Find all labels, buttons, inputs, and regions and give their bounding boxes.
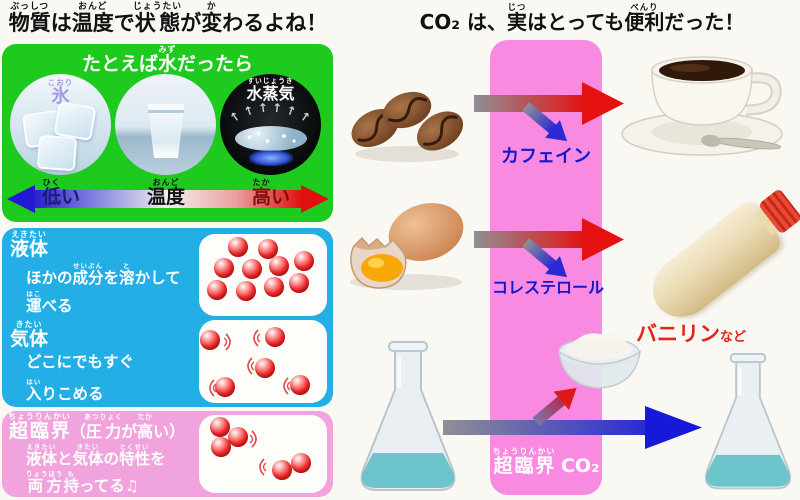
supercritical-molecule: [211, 437, 231, 457]
cholesterol-extraction-arrow: [474, 218, 624, 278]
liquid-molecule: [228, 237, 248, 257]
vibration-mark-icon: [205, 378, 217, 398]
result-flask-image: [704, 352, 792, 491]
supercritical-molecule: [272, 460, 292, 480]
vanillin-label: バニリンなど: [636, 318, 746, 348]
supercritical-desc-line1: 液体えきたいと気体きたいの特性とくせいを: [26, 443, 166, 468]
liquid-desc-line2: 運はこべる: [26, 290, 73, 315]
supercritical-molecules-panel: [199, 415, 327, 493]
supercritical-molecule: [210, 417, 230, 437]
gas-molecules-panel: [199, 320, 327, 403]
liquid-molecules-panel: [199, 234, 327, 316]
mayonnaise-bottle-cap: [757, 188, 800, 235]
water-example-box: たとえば水みずだったら 氷こおり ↑ ↑ ↑ ↑ ↑ ↑ 水蒸気すいじょうき 低…: [2, 44, 333, 222]
supercritical-paren: （圧力あつりょくが高たかい）: [69, 413, 186, 441]
bubbles: [235, 126, 307, 151]
liquid-molecule: [214, 258, 234, 278]
gas-molecule: [200, 330, 220, 350]
states-box: 液体えきたい ほかの成分せいぶんを溶とかして 運はこべる 気体きたい どこにでも…: [2, 228, 333, 407]
ice-photo: 氷こおり: [10, 74, 111, 175]
supercritical-desc-line2: 両方りょうほう持もってる♫: [26, 470, 139, 495]
supercritical-molecule: [228, 427, 248, 447]
water-glass-photo: [115, 74, 216, 175]
mayonnaise-bottle-image: [636, 166, 800, 330]
liquid-molecule: [258, 239, 278, 259]
coffee-beans-image: [343, 83, 471, 162]
temp-low-label: 低ひくい: [41, 178, 81, 208]
supercritical-heading-row: 超臨界ちょうりんかい（圧力あつりょくが高たかい）: [8, 412, 185, 445]
water-example-heading: たとえば水みずだったら: [81, 45, 254, 75]
supercritical-co2-label: 超臨界ちょうりんかい CO₂: [492, 447, 600, 477]
temperature-arrow-left-head: [7, 185, 35, 213]
supercritical-box: 超臨界ちょうりんかい（圧力あつりょくが高たかい） 液体えきたいと気体きたいの特性…: [2, 411, 333, 497]
gas-molecule: [215, 377, 235, 397]
ice-label: 氷こおり: [47, 78, 74, 107]
vibration-mark-icon: [243, 356, 255, 376]
supercritical-heading: 超臨界ちょうりんかい: [8, 412, 71, 442]
caffeine-label: カフェイン: [501, 146, 591, 167]
gas-molecule: [265, 327, 285, 347]
gas-molecule: [255, 358, 275, 378]
temp-center-label: 温度おんど: [146, 178, 185, 208]
steam-photo: ↑ ↑ ↑ ↑ ↑ ↑ 水蒸気すいじょうき: [220, 74, 321, 175]
gas-heading: 気体きたい: [10, 320, 49, 350]
steam-arrow-icon: ↑: [296, 108, 314, 126]
right-title: CO₂ は、実じつはとっても便利べんりだった！: [419, 2, 745, 34]
vanillin-suffix-text: など: [720, 330, 747, 345]
vibration-mark-icon: [223, 332, 235, 352]
liquid-desc-line1: ほかの成分せいぶんを溶とかして: [26, 262, 181, 287]
temp-high-label: 高たかい: [251, 178, 291, 208]
water-line: [148, 110, 184, 113]
gas-desc-line1: どこにでもすぐ: [26, 353, 135, 371]
temperature-gradient-bar: [34, 190, 302, 208]
vibration-mark-icon: [249, 429, 261, 449]
liquid-molecule: [289, 273, 309, 293]
cholesterol-label: コレステロール: [491, 278, 604, 297]
steam-label: 水蒸気すいじょうき: [246, 77, 295, 103]
temperature-arrow-right-head: [301, 185, 329, 213]
vibration-mark-icon: [255, 457, 267, 477]
vibration-mark-icon: [279, 376, 291, 396]
vibration-mark-icon: [249, 328, 261, 348]
coffee-cup-image: [621, 56, 783, 156]
supercritical-co2-arrow: [443, 387, 702, 449]
liquid-molecule: [242, 259, 262, 279]
vanillin-bowl-image: [558, 333, 641, 389]
gas-molecule: [290, 375, 310, 395]
liquid-molecule: [269, 256, 289, 276]
liquid-molecule: [236, 281, 256, 301]
gas-flame: [249, 150, 293, 166]
eggs-image: [350, 203, 464, 290]
supercritical-molecule: [291, 453, 311, 473]
gas-desc-line2: 入はいりこめる: [26, 378, 104, 403]
ice-cube-shape: [36, 134, 78, 172]
boiling-pot: [235, 126, 307, 151]
liquid-molecule: [294, 251, 314, 271]
liquid-heading: 液体えきたい: [10, 230, 49, 260]
liquid-molecule: [264, 277, 284, 297]
steam-arrow-icon: ↑: [226, 108, 244, 126]
water-glass-shape: [147, 104, 185, 158]
mayonnaise-bottle-body: [640, 188, 800, 330]
vanillin-text: バニリン: [636, 322, 720, 346]
left-title: 物質ぶっしつは温度おんどで状態じょうたいが変かわるよね！: [8, 2, 328, 35]
caffeine-extraction-arrow: [474, 82, 624, 142]
liquid-molecule: [207, 280, 227, 300]
